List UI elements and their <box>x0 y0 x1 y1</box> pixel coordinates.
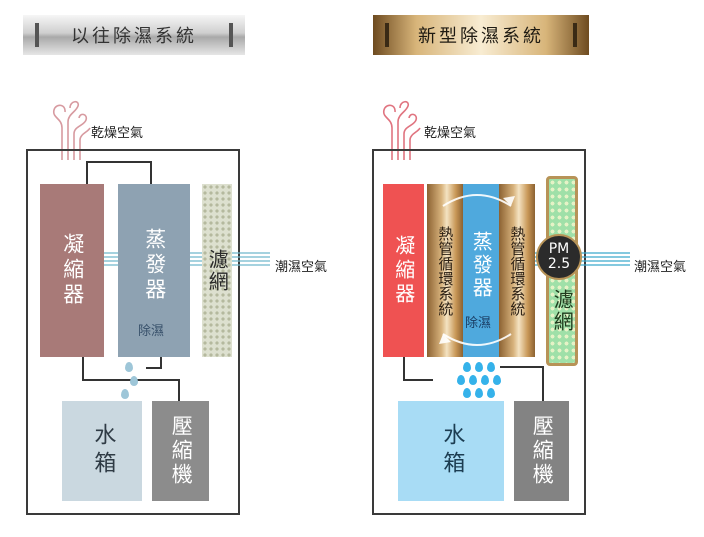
new-system-title-banner: 新型除濕系統 <box>373 15 589 55</box>
new-compressor-label: 壓縮機 <box>530 415 555 487</box>
new-water-tank: 水箱 <box>398 401 504 501</box>
old-evaporator: 蒸發器 除濕 <box>118 184 190 357</box>
dry-air-swirl-icon <box>52 100 91 160</box>
pm-value: 2.5 <box>547 256 571 272</box>
new-evaporator-label: 蒸發器 <box>469 231 494 300</box>
new-compressor: 壓縮機 <box>514 401 569 501</box>
new-water-drop <box>493 375 501 385</box>
old-pipe-short <box>160 357 162 369</box>
new-humid-air-label: 潮濕空氣 <box>634 260 687 275</box>
title-bar-left <box>35 23 39 47</box>
new-heat-pipe-left: 熱管循環系統 <box>427 184 463 357</box>
new-condenser-label: 凝縮器 <box>391 234 416 307</box>
new-water-drop <box>487 362 495 372</box>
old-connector-right <box>150 161 152 185</box>
new-pipe-bottom-left <box>403 379 433 381</box>
new-system-title: 新型除濕系統 <box>418 26 544 47</box>
old-evaporator-label: 蒸發器 <box>142 228 167 303</box>
new-heat-pipe-right-label: 熱管循環系統 <box>508 225 527 316</box>
new-pipe-down-left <box>403 357 405 381</box>
old-dry-air-label: 乾燥空氣 <box>91 126 144 141</box>
old-filter-label: 濾網 <box>205 248 230 293</box>
new-water-drops <box>455 362 505 402</box>
old-water-tank-label: 水箱 <box>90 423 116 479</box>
dry-air-swirl-icon <box>382 100 421 160</box>
old-pipe-down-left <box>82 357 84 381</box>
old-connector-top <box>86 161 152 163</box>
new-water-drop <box>463 362 471 372</box>
old-water-drop <box>121 389 129 399</box>
title-bar-right <box>573 23 577 47</box>
new-heat-pipe-left-label: 熱管循環系統 <box>436 225 455 316</box>
new-dehumidify-label: 除濕 <box>465 316 492 331</box>
old-pipe-down-right <box>178 379 180 403</box>
old-unit-frame <box>26 149 240 515</box>
new-pipe-bottom-right <box>500 366 544 368</box>
old-water-drop <box>130 376 138 386</box>
new-water-drop <box>481 375 489 385</box>
title-bar-left <box>385 23 389 47</box>
pm-label: PM <box>548 240 570 257</box>
old-filter: 濾網 <box>202 184 232 357</box>
new-water-drop <box>475 388 483 398</box>
new-water-drop <box>469 375 477 385</box>
new-dry-air-label: 乾燥空氣 <box>424 126 477 141</box>
new-pipe-down-right <box>542 366 544 402</box>
title-bar-right <box>229 23 233 47</box>
heat-pipe-circulation-arrows <box>439 194 515 346</box>
new-unit-frame <box>372 149 586 515</box>
old-water-drop <box>125 362 133 372</box>
new-water-drop <box>457 375 465 385</box>
new-heat-pipe-right: 熱管循環系統 <box>499 184 535 357</box>
old-dehumidify-label: 除濕 <box>138 324 165 339</box>
new-water-drop <box>463 388 471 398</box>
old-compressor-label: 壓縮機 <box>169 415 194 487</box>
old-humid-air-label: 潮濕空氣 <box>275 260 328 275</box>
new-condenser: 凝縮器 <box>383 184 424 357</box>
new-water-tank-label: 水箱 <box>439 423 465 479</box>
old-system-title: 以往除濕系統 <box>71 26 197 47</box>
old-condenser-label: 凝縮器 <box>60 233 85 308</box>
old-water-tank: 水箱 <box>62 401 142 501</box>
new-filter-label: 濾網 <box>550 289 575 333</box>
old-compressor: 壓縮機 <box>152 401 209 501</box>
old-pipe-short-horizontal <box>146 367 162 369</box>
new-water-drop <box>487 388 495 398</box>
old-system-title-banner: 以往除濕系統 <box>23 15 245 55</box>
pm25-badge: PM 2.5 <box>536 234 582 280</box>
old-condenser: 凝縮器 <box>40 184 104 357</box>
old-connector-left <box>86 161 88 185</box>
new-evaporator: 蒸發器 除濕 <box>463 184 499 357</box>
new-water-drop <box>475 362 483 372</box>
